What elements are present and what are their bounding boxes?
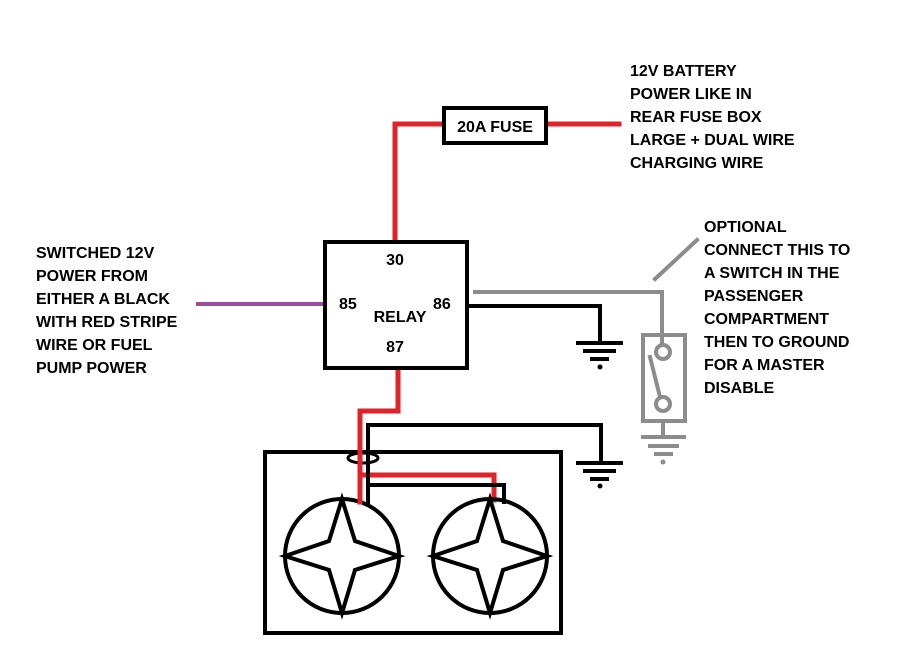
ground-switch <box>641 435 686 456</box>
battery-note: 12V BATTERY POWER LIKE IN REAR FUSE BOX LAR… <box>630 63 795 172</box>
switched-note-line: SWITCHED 12V <box>36 245 155 262</box>
optional-note-line: FOR A MASTER <box>704 357 825 374</box>
wire-relay-87-to-fans <box>357 367 401 505</box>
fuse-box <box>442 106 548 145</box>
relay-pin-85: 85 <box>339 296 357 313</box>
ground-fans <box>576 461 623 481</box>
optional-note-line: COMPARTMENT <box>704 311 829 328</box>
wire-relay-86-to-ground <box>466 304 602 345</box>
switched-note-line: WIRE OR FUEL <box>36 337 153 354</box>
battery-note-line: LARGE + DUAL WIRE <box>630 132 795 149</box>
switched-note-line: POWER FROM <box>36 268 148 285</box>
switched-note-line: EITHER A BLACK <box>36 291 170 308</box>
ground-switch-dot <box>660 459 666 465</box>
relay-label: RELAY <box>374 309 427 326</box>
switch-lever-indicator <box>652 237 700 282</box>
fan-right-star-icon <box>426 492 554 620</box>
fan-right-circle <box>431 497 549 615</box>
red-wires <box>357 121 622 505</box>
battery-note-line: 12V BATTERY <box>630 63 737 80</box>
optional-switch-circuit <box>473 237 700 439</box>
optional-note-line: DISABLE <box>704 380 775 397</box>
ground-fans-dot <box>597 483 603 489</box>
fuse-label: 20A FUSE <box>457 119 533 136</box>
ground-relay-86 <box>576 341 623 361</box>
optional-note: OPTIONAL CONNECT THIS TO A SWITCH IN THE PA… <box>704 219 850 397</box>
wire-fans-to-ground <box>366 423 603 505</box>
optional-note-line: PASSENGER <box>704 288 804 305</box>
battery-note-line: REAR FUSE BOX <box>630 109 762 126</box>
wire-fuse-to-relay-30 <box>392 121 447 245</box>
wire-black-branch-right-fan <box>366 483 506 504</box>
switch-terminal-top <box>654 343 672 361</box>
optional-note-line: OPTIONAL <box>704 219 787 236</box>
switched-note-line: WITH RED STRIPE <box>36 314 178 331</box>
fan-housing <box>263 450 563 635</box>
relay-pin-86: 86 <box>433 296 451 313</box>
battery-note-line: CHARGING WIRE <box>630 155 764 172</box>
fan-left-circle <box>283 497 401 615</box>
switch-terminal-bottom <box>654 395 672 413</box>
optional-note-line: A SWITCH IN THE <box>704 265 840 282</box>
fan-right <box>426 492 554 620</box>
relay-box <box>323 240 469 370</box>
switched-note: SWITCHED 12V POWER FROM EITHER A BLACK WITH… <box>36 245 178 377</box>
relay-pin-87: 87 <box>386 339 404 356</box>
fan-left <box>278 492 406 620</box>
wire-86-to-optional-switch <box>473 290 664 347</box>
optional-note-line: THEN TO GROUND <box>704 334 849 351</box>
fan-left-star-icon <box>278 492 406 620</box>
switch-blade <box>647 354 663 400</box>
optional-note-line: CONNECT THIS TO <box>704 242 850 259</box>
switched-note-line: PUMP POWER <box>36 360 147 377</box>
relay-pin-30: 30 <box>386 252 404 269</box>
wire-red-branch-right-fan <box>357 472 497 503</box>
wire-bundle-loop <box>346 451 380 465</box>
battery-note-line: POWER LIKE IN <box>630 86 752 103</box>
ground-relay-86-dot <box>597 364 603 370</box>
